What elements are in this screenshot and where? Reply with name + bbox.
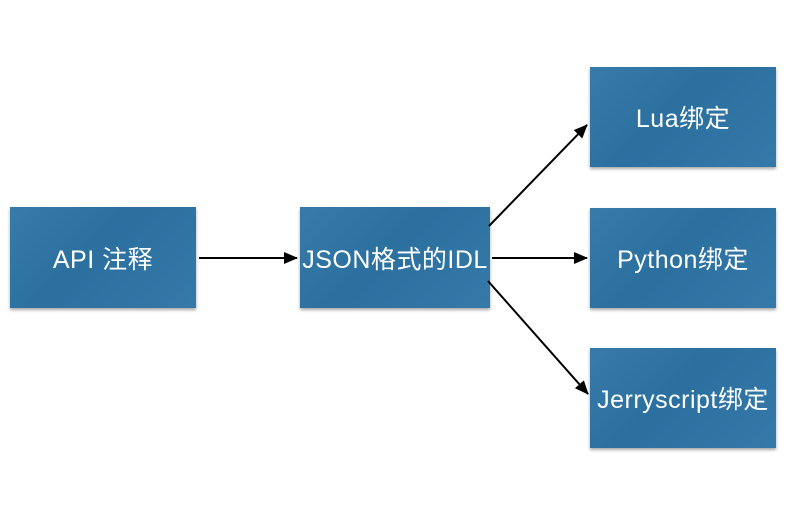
arrow-idl-to-jerryscript — [487, 280, 589, 395]
node-json-idl: JSON格式的IDL — [300, 207, 490, 308]
node-jerryscript-binding-label: Jerryscript绑定 — [597, 386, 769, 414]
node-lua-binding-label: Lua绑定 — [635, 105, 731, 133]
node-lua-binding: Lua绑定 — [590, 67, 776, 167]
node-json-idl-label: JSON格式的IDL — [302, 245, 488, 274]
node-python-binding: Python绑定 — [590, 208, 776, 308]
node-python-binding-label: Python绑定 — [617, 246, 749, 274]
node-api-annotation-label: API 注释 — [52, 245, 154, 274]
node-api-annotation: API 注释 — [10, 207, 196, 308]
node-jerryscript-binding: Jerryscript绑定 — [590, 348, 776, 448]
arrow-idl-to-lua — [488, 124, 588, 227]
